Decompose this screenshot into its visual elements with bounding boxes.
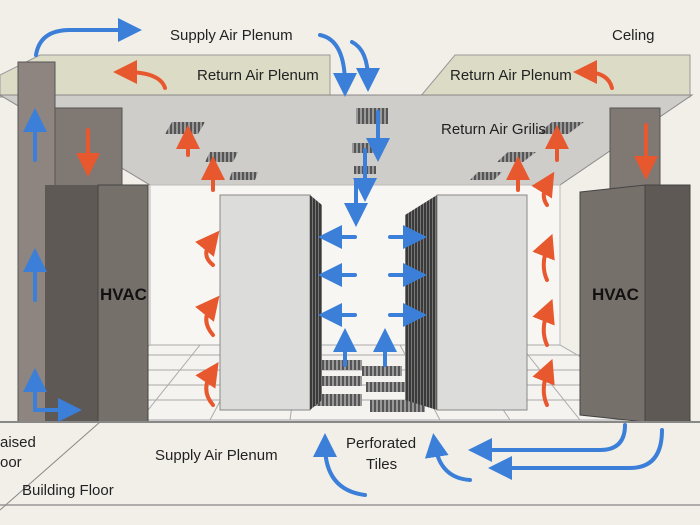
ceiling-label: Celing	[612, 27, 655, 44]
server-rack-left	[219, 194, 322, 411]
perforated-tiles-label-line1: Perforated	[346, 435, 416, 452]
return-air-grilles-label: Return Air Grilis	[441, 121, 546, 138]
raised-floor-label-line1: aised	[0, 434, 36, 451]
hvac-right-label: HVAC	[592, 285, 639, 304]
return-air-plenum-left	[0, 54, 331, 98]
hvac-left-label: HVAC	[100, 285, 147, 304]
raised-floor-label-line2: oor	[0, 454, 22, 471]
building-floor-label: Building Floor	[22, 482, 114, 499]
supply-air-plenum-top-label: Supply Air Plenum	[170, 27, 293, 44]
supply-air-plenum-bottom-label: Supply Air Plenum	[155, 447, 278, 464]
supply-air-arrows	[23, 18, 664, 497]
perforated-tiles	[312, 360, 425, 412]
server-rack-right	[405, 194, 528, 411]
return-air-plenum-right-label: Return Air Plenum	[450, 67, 572, 84]
perforated-tiles-label-line2: Tiles	[366, 456, 397, 473]
return-air-plenum-left-label: Return Air Plenum	[197, 67, 319, 84]
return-air-arrows	[76, 60, 658, 407]
